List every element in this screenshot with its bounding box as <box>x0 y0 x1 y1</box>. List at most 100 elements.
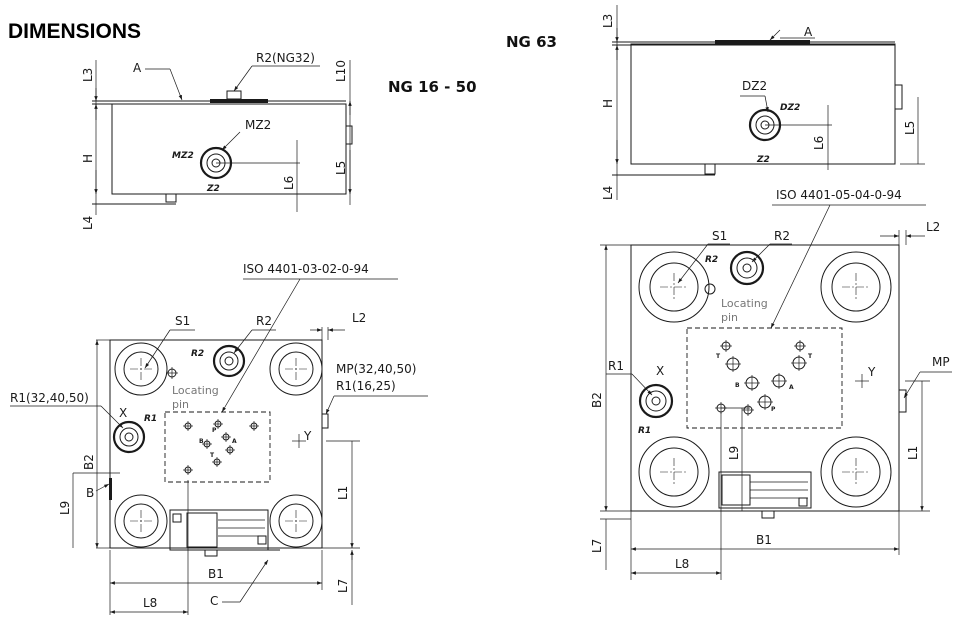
mounting-hole-icon <box>638 436 710 508</box>
locating-pin-label-1: Locating <box>172 384 219 397</box>
iso-mounting-face <box>164 411 271 483</box>
iso-label-right: ISO 4401-05-04-0-94 <box>776 188 902 202</box>
r1-plug-icon <box>112 420 146 454</box>
port-y-label-right: Y <box>867 365 876 379</box>
dim-l10-left: L10 <box>334 60 348 82</box>
dim-l4-right: L4 <box>601 186 615 200</box>
right-side-mp-port <box>894 84 903 110</box>
right-cover-block <box>718 471 812 509</box>
r1-plug-icon-right <box>638 383 674 419</box>
series-label-ng16-50: NG 16 - 50 <box>388 78 477 96</box>
z2-plug-label: Z2 <box>206 184 220 194</box>
callout-c-left: C <box>210 594 218 608</box>
face-port-t2-right: T <box>808 353 813 360</box>
left-cover-block <box>169 509 269 551</box>
left-b-seal <box>109 478 112 500</box>
dz2-plug-label: DZ2 <box>780 103 800 113</box>
port-hole-icon <box>183 465 193 475</box>
mp-side-port <box>321 413 329 429</box>
dim-l5-right: L5 <box>903 121 917 135</box>
dim-b1-left: B1 <box>208 567 224 581</box>
port-hole-icon <box>221 432 231 442</box>
dim-b1-right: B1 <box>756 533 772 547</box>
left-top-seal <box>210 99 268 103</box>
callout-mp-left: MP(32,40,50) <box>336 362 416 376</box>
dim-b2-right: B2 <box>590 392 604 408</box>
face-port-b-right: B <box>735 382 740 389</box>
left-side-body <box>111 103 347 195</box>
face-port-b-left: B <box>199 438 204 445</box>
right-side-view: DZ2 Z2 L3 H L4 L6 L5 A DZ2 <box>601 5 925 200</box>
locating-pin-label-2: pin <box>172 398 189 411</box>
dim-l7-right: L7 <box>590 539 604 553</box>
callout-r1-16-25: R1(16,25) <box>336 379 396 393</box>
mounting-hole-icon <box>820 436 892 508</box>
iso-mounting-face-right <box>686 327 843 429</box>
port-hole-icon <box>202 439 212 449</box>
locating-pin-icon-right <box>704 283 716 295</box>
r2-ng32-plug <box>226 90 242 100</box>
face-port-t-left: T <box>210 452 215 459</box>
port-hole-icon <box>791 355 807 371</box>
callout-r2-left: R2 <box>256 314 272 328</box>
iso-label-left: ISO 4401-03-02-0-94 <box>243 262 369 276</box>
r1-plug-label-left: R1 <box>144 414 157 424</box>
mounting-hole-icon <box>114 494 168 548</box>
right-side-body <box>630 43 896 165</box>
dim-l8-right: L8 <box>675 557 689 571</box>
left-side-mp-port <box>345 125 353 145</box>
face-port-a-right: A <box>789 384 794 391</box>
port-hole-icon <box>212 457 222 467</box>
r2-plug-icon-right <box>729 250 765 286</box>
dim-l1-right: L1 <box>906 446 920 460</box>
dim-l9-right: L9 <box>727 446 741 460</box>
port-hole-icon <box>183 421 193 431</box>
left-top-body <box>109 339 323 549</box>
face-port-p-right: P <box>771 406 776 413</box>
left-side-view: MZ2 Z2 L3 H L4 L10 L5 L6 A R2(NG32) MZ2 <box>81 51 353 230</box>
port-hole-icon <box>744 375 760 391</box>
left-top-view: R2 R1 Locating pin P B A T Y X <box>10 262 428 615</box>
callout-mz2: MZ2 <box>245 118 271 132</box>
dim-l7-left: L7 <box>336 579 350 593</box>
face-port-t1-right: T <box>716 353 721 360</box>
series-label-ng63: NG 63 <box>506 33 557 51</box>
callout-b-left: B <box>86 486 94 500</box>
dim-l6-left: L6 <box>282 176 296 190</box>
dim-l2-right: L2 <box>926 220 940 234</box>
mounting-hole-icon <box>820 251 892 323</box>
port-hole-icon <box>213 419 223 429</box>
port-x-label-left: X <box>119 406 127 420</box>
dim-l2-left: L2 <box>352 311 366 325</box>
dim-l9-left: L9 <box>58 501 72 515</box>
dim-l4-left: L4 <box>81 216 95 230</box>
mp-side-port-right <box>898 389 907 413</box>
callout-a-left: A <box>133 61 142 75</box>
callout-r1-right: R1 <box>608 359 624 373</box>
dim-l5-left: L5 <box>334 161 348 175</box>
callout-s1-left: S1 <box>175 314 190 328</box>
dim-l8-left: L8 <box>143 596 157 610</box>
port-hole-icon <box>794 340 806 352</box>
port-x-label-right: X <box>656 364 664 378</box>
dim-h-left: H <box>81 154 95 163</box>
callout-a-right: A <box>804 25 813 39</box>
port-hole-icon <box>720 340 732 352</box>
locating-pin-label-1-right: Locating <box>721 297 768 310</box>
dim-b2-left: B2 <box>82 454 96 470</box>
r2-plug-label-left: R2 <box>191 349 204 359</box>
callout-r2-ng32: R2(NG32) <box>256 51 315 65</box>
port-hole-icon <box>742 404 754 416</box>
mounting-hole-icon <box>638 251 710 323</box>
mounting-hole-icon <box>269 494 323 548</box>
port-hole-icon <box>725 356 741 372</box>
dim-l3-right: L3 <box>601 14 615 28</box>
dim-l3-left: L3 <box>81 68 95 82</box>
port-hole-icon <box>249 421 259 431</box>
callout-r2-right: R2 <box>774 229 790 243</box>
r2-plug-label-right: R2 <box>705 255 718 265</box>
port-hole-icon <box>757 394 773 410</box>
port-hole-icon <box>225 445 235 455</box>
dim-h-right: H <box>601 99 615 108</box>
